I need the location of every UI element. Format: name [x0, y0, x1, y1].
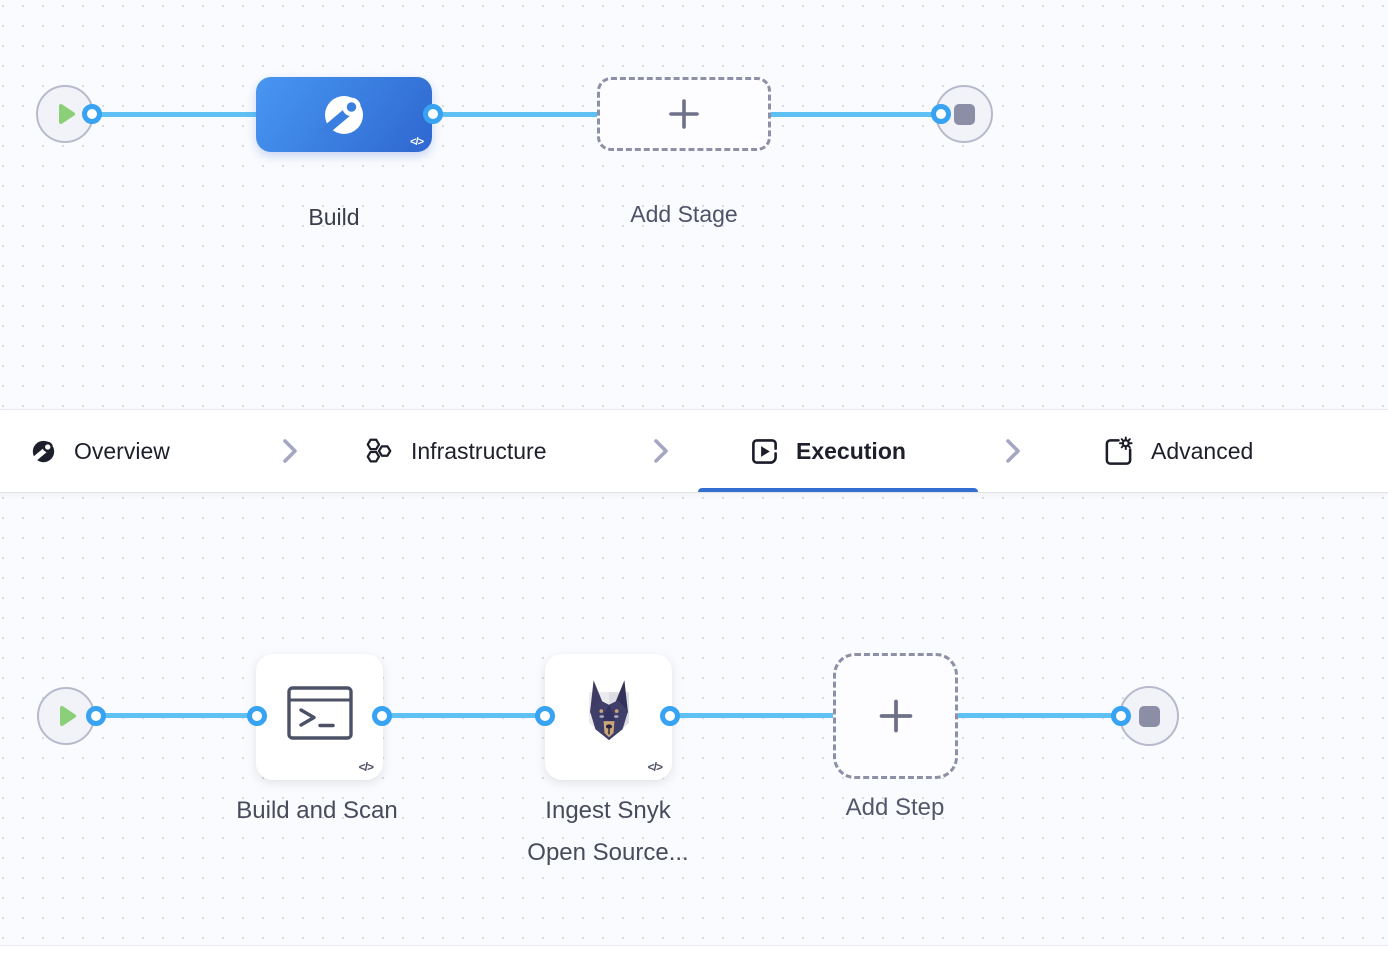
tab-execution[interactable]: Execution — [750, 410, 906, 492]
step-port[interactable] — [372, 706, 392, 726]
infrastructure-icon — [364, 436, 394, 466]
code-badge: </> — [358, 760, 374, 774]
add-step-label: Add Step — [845, 794, 945, 821]
stage-label: Build — [308, 204, 360, 230]
play-icon — [57, 704, 79, 728]
add-stage-label: Add Stage — [630, 201, 738, 227]
active-tab-underline — [698, 488, 978, 492]
advanced-icon — [1103, 435, 1134, 467]
step-node-ingest-snyk[interactable]: </> — [545, 654, 672, 780]
step-port[interactable] — [86, 706, 106, 726]
step-label-line-2: Open Source... — [527, 839, 689, 866]
tab-label: Advanced — [1151, 437, 1254, 464]
plus-icon — [876, 696, 916, 736]
stage-port[interactable] — [931, 104, 951, 124]
steps-end-node — [1119, 686, 1179, 746]
add-step-button[interactable] — [833, 653, 958, 779]
code-badge: </> — [410, 136, 424, 148]
step-node-build-and-scan[interactable]: </> — [256, 654, 383, 780]
step-port[interactable] — [1111, 706, 1131, 726]
tab-label: Execution — [796, 437, 906, 464]
ci-build-icon — [320, 91, 368, 139]
snyk-doberman-icon — [580, 679, 638, 745]
chevron-right-icon — [650, 410, 672, 492]
chevron-right-icon — [1002, 410, 1024, 492]
tab-advanced[interactable]: Advanced — [1103, 410, 1253, 492]
step-label-line-1: Ingest Snyk — [545, 797, 671, 824]
tab-infrastructure[interactable]: Infrastructure — [364, 410, 547, 492]
stage-node-build[interactable]: </> — [256, 77, 432, 152]
play-icon — [56, 102, 78, 126]
step-label: Ingest Snyk Open Source... — [497, 790, 719, 874]
step-label: Build and Scan — [236, 797, 398, 824]
stage-port[interactable] — [82, 104, 102, 124]
execution-icon — [750, 437, 779, 466]
tab-overview[interactable]: Overview — [30, 410, 170, 492]
step-port[interactable] — [660, 706, 680, 726]
stage-connector-wire — [65, 112, 964, 117]
tab-label: Infrastructure — [411, 437, 547, 464]
tab-label: Overview — [74, 437, 170, 464]
pipeline-overview-icon — [30, 438, 57, 465]
code-badge: </> — [647, 760, 663, 774]
stop-icon — [953, 103, 975, 125]
stage-port[interactable] — [423, 104, 443, 124]
chevron-right-icon — [279, 410, 301, 492]
stage-config-tab-bar: Overview Infrastructure Execution — [0, 410, 1388, 492]
stop-icon — [1138, 705, 1160, 727]
run-terminal-icon — [286, 686, 353, 740]
plus-icon — [666, 96, 702, 132]
step-port[interactable] — [535, 706, 555, 726]
step-port[interactable] — [247, 706, 267, 726]
step-graph-canvas[interactable]: </> </> — [0, 492, 1388, 945]
stage-graph-canvas[interactable]: </> Build Add Stage — [0, 0, 1388, 410]
canvas-bottom-strip — [0, 945, 1388, 954]
add-stage-button[interactable] — [597, 77, 771, 151]
